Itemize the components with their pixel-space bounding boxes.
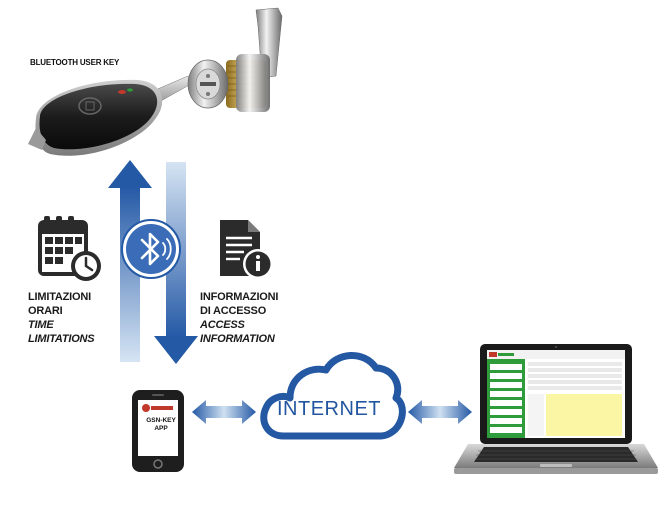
- access-information-caption: INFORMAZIONI DI ACCESSO ACCESS INFORMATI…: [200, 291, 279, 345]
- bluetooth-user-key-label: BLUETOOTH USER KEY: [30, 58, 120, 67]
- document-info-icon: [220, 220, 273, 279]
- internet-label: INTERNET: [277, 398, 381, 420]
- cloud-icon: [260, 352, 406, 440]
- time-limitations-caption: LIMITAZIONI ORARI TIME LIMITATIONS: [28, 291, 95, 345]
- calendar-clock-icon: [38, 216, 101, 281]
- bluetooth-key-fob: [28, 75, 192, 156]
- bluetooth-icon: [121, 219, 181, 279]
- smartphone-icon: [132, 390, 184, 472]
- phone-cloud-arrow: [192, 400, 256, 424]
- laptop-icon: [454, 344, 658, 474]
- gsn-key-app-label: GSN-KEY APP: [146, 417, 176, 432]
- cloud-laptop-arrow: [408, 400, 472, 424]
- cam-lock: [187, 7, 283, 112]
